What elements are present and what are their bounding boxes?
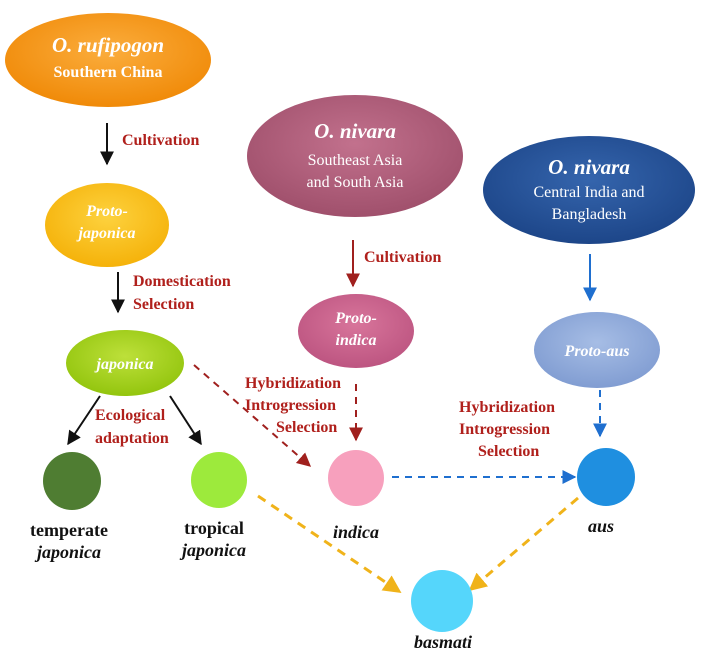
node-japonica: japonica	[66, 330, 184, 396]
proto-aus-label: Proto-aus	[564, 343, 630, 360]
node-nivara-central-india: O. nivara Central India and Bangladesh	[483, 136, 695, 244]
proto-indica-line1: Proto-	[334, 310, 377, 327]
label-ecological: Ecological	[95, 407, 166, 424]
arrow-japonica-to-tropical	[169, 395, 202, 446]
node-proto-aus: Proto-aus	[534, 312, 660, 388]
nivara-sea-species: O. nivara	[314, 119, 396, 143]
arrow-aus-to-basmati-dashed	[468, 496, 579, 592]
label-tropical-line1: tropical	[184, 518, 244, 538]
nivara-ci-region-line1: Central India and	[533, 184, 644, 201]
label-temperate-line1: temperate	[30, 520, 108, 540]
circle-basmati	[411, 570, 473, 632]
circle-temperate-japonica	[43, 452, 101, 510]
nivara-ci-species: O. nivara	[548, 155, 630, 179]
label-selection-3: Selection	[478, 443, 539, 460]
label-tropical-line2: japonica	[179, 540, 246, 560]
label-basmati: basmati	[414, 632, 472, 652]
japonica-label: japonica	[94, 356, 154, 373]
rufipogon-region: Southern China	[54, 64, 163, 81]
arrow-tropical-to-basmati-dashed	[257, 494, 402, 594]
label-indica: indica	[333, 522, 379, 542]
label-selection-2: Selection	[276, 419, 337, 436]
label-cultivation-1: Cultivation	[122, 132, 199, 149]
proto-japonica-line1: Proto-	[85, 203, 128, 220]
label-cultivation-2: Cultivation	[364, 249, 441, 266]
label-domestication: Domestication	[133, 273, 231, 290]
label-hybridization-1: Hybridization	[245, 375, 341, 392]
label-hybridization-2: Hybridization	[459, 399, 555, 416]
node-rufipogon: O. rufipogon Southern China	[5, 13, 211, 107]
label-introgression-2: Introgression	[459, 421, 550, 438]
label-aus: aus	[588, 516, 614, 536]
label-adaptation: adaptation	[95, 430, 169, 447]
nivara-sea-region-line2: and South Asia	[307, 174, 404, 191]
rufipogon-species: O. rufipogon	[52, 33, 164, 57]
nivara-sea-region-line1: Southeast Asia	[308, 152, 403, 169]
circle-indica	[328, 450, 384, 506]
nivara-ci-region-line2: Bangladesh	[552, 206, 627, 223]
label-introgression-1: Introgression	[245, 397, 336, 414]
node-proto-indica: Proto- indica	[298, 294, 414, 368]
arrow-japonica-to-temperate	[67, 395, 101, 446]
proto-indica-line2: indica	[336, 332, 377, 349]
node-proto-japonica: Proto- japonica	[45, 183, 169, 267]
label-selection-1: Selection	[133, 296, 194, 313]
arrows	[67, 123, 607, 594]
circle-tropical-japonica	[191, 452, 247, 508]
node-nivara-southeast-asia: O. nivara Southeast Asia and South Asia	[247, 95, 463, 217]
circle-aus	[577, 448, 635, 506]
proto-japonica-line2: japonica	[76, 225, 136, 242]
label-temperate-line2: japonica	[34, 542, 101, 562]
